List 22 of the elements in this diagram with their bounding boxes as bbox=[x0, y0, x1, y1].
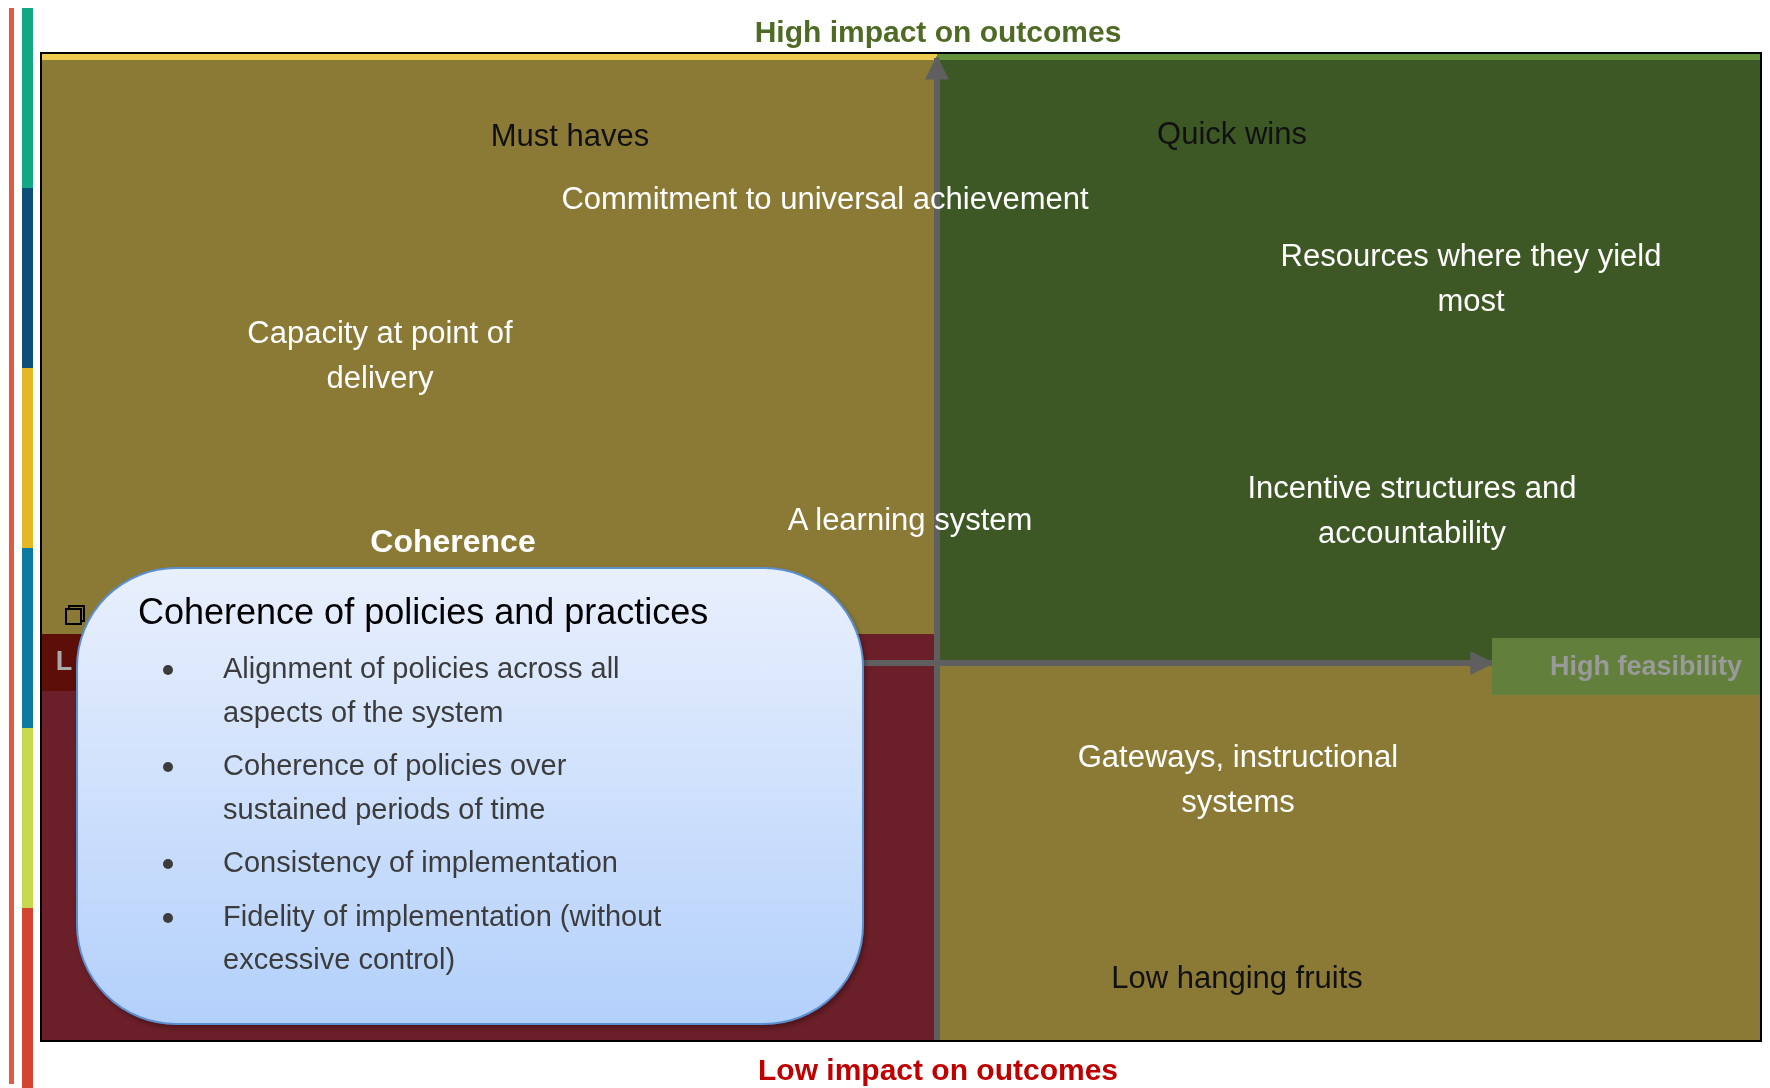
bullet-text: Consistency of implementation bbox=[223, 845, 619, 880]
callout-tooltip bbox=[76, 567, 864, 1025]
callout-title: Coherence of policies and practices bbox=[138, 591, 710, 633]
quadrant-text: Capacity at point of delivery bbox=[246, 314, 514, 397]
bullet-text: Fidelity of implementation (without excessive control) bbox=[223, 898, 663, 977]
quadrant-text: Must haves bbox=[489, 116, 651, 155]
bullet-text: Alignment of policies across all aspects of the system bbox=[223, 651, 621, 730]
axis-label-box bbox=[1492, 638, 1760, 695]
quadrant-text: Incentive structures and accountability bbox=[1246, 469, 1578, 552]
quadrant-text: Resources where they yield most bbox=[1279, 237, 1663, 320]
axis-title: High impact on outcomes bbox=[754, 15, 1122, 49]
quadrant-text: Coherence bbox=[369, 521, 537, 561]
axis-label: High feasibility bbox=[1549, 651, 1742, 682]
arrow bbox=[925, 55, 949, 1040]
axis-label: L bbox=[55, 645, 73, 679]
axis-title: Low impact on outcomes bbox=[758, 1053, 1118, 1087]
overlay-label: A learning system bbox=[787, 500, 1033, 539]
overlay-label: Commitment to universal achievement bbox=[561, 179, 1089, 218]
quadrant-text: Quick wins bbox=[1156, 114, 1308, 153]
bullet-text: Coherence of policies over sustained periods of time bbox=[223, 748, 568, 827]
quadrant-text: Low hanging fruits bbox=[1110, 958, 1364, 997]
quadrant-text: Gateways, instructional systems bbox=[1076, 738, 1400, 821]
